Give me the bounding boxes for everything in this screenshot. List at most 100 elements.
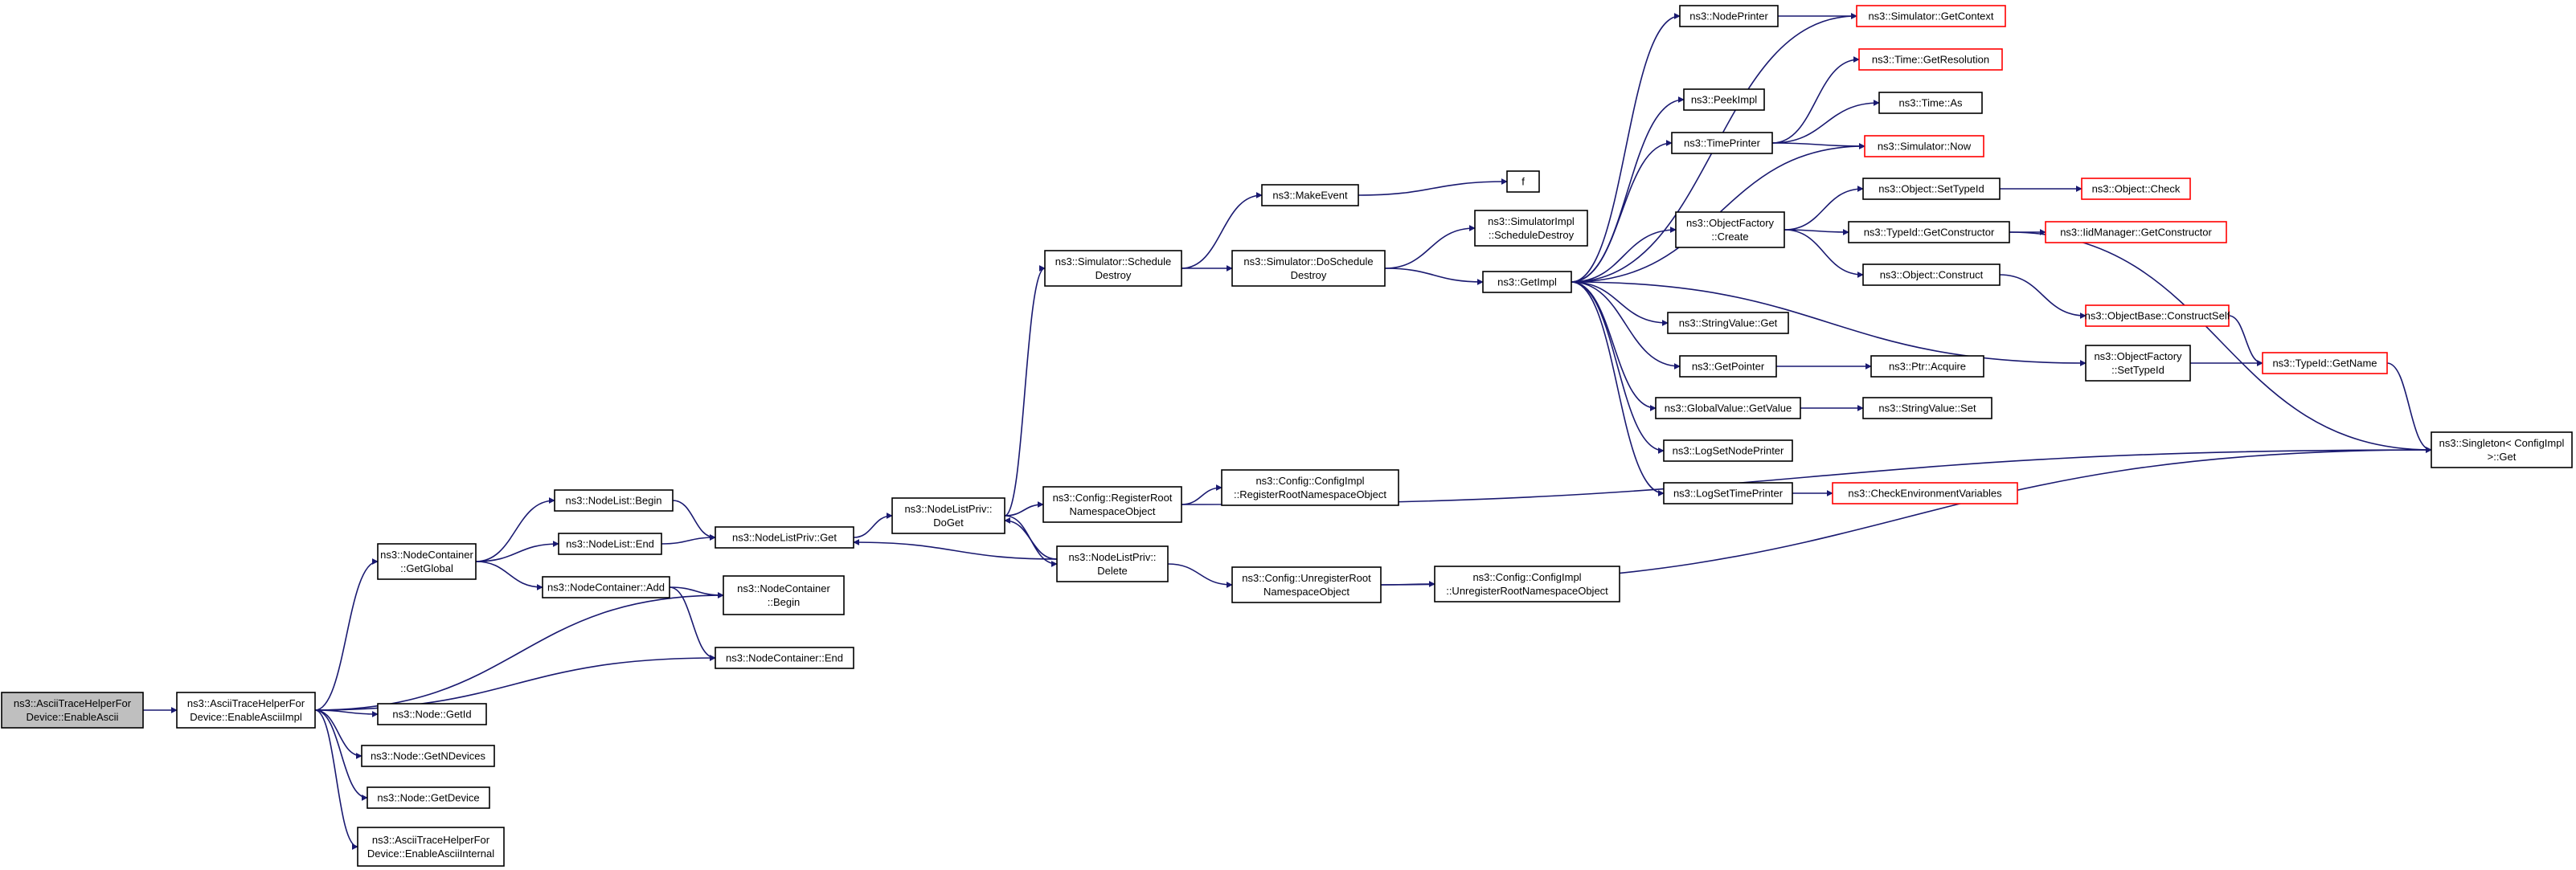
call-edge-objfactory_create-to-obj_construct <box>1784 229 1864 278</box>
graph-node-get-pointer[interactable]: ns3::GetPointer <box>1679 355 1777 378</box>
graph-node-nl-end[interactable]: ns3::NodeList::End <box>558 533 662 555</box>
graph-node-nl-begin[interactable]: ns3::NodeList::Begin <box>554 489 674 512</box>
graph-node-node-getdevice[interactable]: ns3::Node::GetDevice <box>367 786 490 809</box>
graph-node-cfg-register-root[interactable]: ns3::Config::RegisterRootNamespaceObject <box>1042 486 1182 523</box>
node-box <box>377 543 477 580</box>
graph-node-objbase-constructself[interactable]: ns3::ObjectBase::ConstructSelf <box>2085 304 2230 327</box>
graph-node-obj-construct[interactable]: ns3::Object::Construct <box>1862 263 2001 286</box>
node-label: ns3::Config::ConfigImpl <box>1472 571 1581 583</box>
node-label: f <box>1521 176 1525 188</box>
call-edge-enable_ascii_impl-to-nc_end <box>314 655 716 711</box>
node-box <box>2081 178 2191 200</box>
graph-node-enable-ascii-internal[interactable]: ns3::AsciiTraceHelperForDevice::EnableAs… <box>357 827 505 867</box>
graph-node-nc-getglobal[interactable]: ns3::NodeContainer::GetGlobal <box>377 543 477 580</box>
graph-node-time-printer[interactable]: ns3::TimePrinter <box>1671 132 1773 154</box>
node-label: ns3::CheckEnvironmentVariables <box>1848 488 2002 500</box>
call-edge-cfg_unregister_root-to-singleton_get <box>1380 447 2432 586</box>
node-label: ns3::NodePrinter <box>1689 10 1768 22</box>
graph-node-node-getndevices[interactable]: ns3::Node::GetNDevices <box>361 745 495 767</box>
graph-node-sim-schedule-destroy[interactable]: ns3::Simulator::ScheduleDestroy <box>1044 250 1182 287</box>
graph-node-typeid-getname[interactable]: ns3::TypeId::GetName <box>2262 352 2388 374</box>
node-label: ns3::LogSetNodePrinter <box>1673 445 1784 457</box>
graph-node-getimpl[interactable]: ns3::GetImpl <box>1482 271 1572 293</box>
node-box <box>1862 178 2001 200</box>
graph-node-peek-impl[interactable]: ns3::PeekImpl <box>1683 88 1765 111</box>
node-label: ns3::GetImpl <box>1497 276 1557 288</box>
node-label: ns3::ObjectFactory <box>1686 217 1775 229</box>
node-box <box>1671 132 1773 154</box>
node-box <box>1434 566 1620 602</box>
call-edge-enable_ascii_impl-to-enable_ascii_internal <box>314 709 358 850</box>
graph-node-nc-end[interactable]: ns3::NodeContainer::End <box>715 647 854 669</box>
node-label: ns3::Time::GetResolution <box>1872 54 1989 66</box>
graph-node-f[interactable]: f <box>1506 170 1540 193</box>
node-box <box>891 497 1005 534</box>
graph-node-singleton-get[interactable]: ns3::Singleton< ConfigImpl>::Get <box>2431 431 2573 468</box>
node-box <box>1221 469 1399 506</box>
node-label: >::Get <box>2488 451 2517 463</box>
graph-node-objfactory-settypeid[interactable]: ns3::ObjectFactory::SetTypeId <box>2085 345 2191 382</box>
node-box <box>1482 271 1572 293</box>
node-box <box>1862 263 2001 286</box>
graph-node-nlp-doget[interactable]: ns3::NodeListPriv::DoGet <box>891 497 1005 534</box>
graph-node-stringvalue-set[interactable]: ns3::StringValue::Set <box>1862 397 1992 419</box>
call-edge-getimpl-to-get_pointer <box>1571 281 1681 370</box>
graph-node-enable-ascii-impl[interactable]: ns3::AsciiTraceHelperForDevice::EnableAs… <box>176 692 316 729</box>
graph-node-iidmanager-getconstructor[interactable]: ns3::IidManager::GetConstructor <box>2045 221 2227 243</box>
graph-node-sim-getcontext[interactable]: ns3::Simulator::GetContext <box>1856 5 2006 27</box>
graph-node-obj-check[interactable]: ns3::Object::Check <box>2081 178 2191 200</box>
call-edge-typeid_getconstructor-to-singleton_get <box>2009 231 2432 453</box>
graph-node-objfactory-create[interactable]: ns3::ObjectFactory::Create <box>1675 211 1785 248</box>
graph-node-nlp-delete[interactable]: ns3::NodeListPriv::Delete <box>1056 545 1169 582</box>
node-box <box>367 786 490 809</box>
graph-node-simimpl-schedule-destroy[interactable]: ns3::SimulatorImpl::ScheduleDestroy <box>1474 210 1588 247</box>
call-edge-nc_getglobal-to-nc_add <box>475 561 543 590</box>
node-label: ns3::NodeContainer <box>380 549 473 561</box>
graph-node-obj-settypeid[interactable]: ns3::Object::SetTypeId <box>1862 178 2001 200</box>
graph-node-nc-begin[interactable]: ns3::NodeContainer::Begin <box>723 575 845 615</box>
call-edge-nlp_doget-to-sim_schedule_destroy <box>1004 265 1046 517</box>
node-label: ns3::LogSetTimePrinter <box>1673 488 1784 500</box>
graph-node-stringvalue-get[interactable]: ns3::StringValue::Get <box>1667 312 1789 334</box>
node-box <box>2431 431 2573 468</box>
graph-node-cfg-impl-register[interactable]: ns3::Config::ConfigImpl::RegisterRootNam… <box>1221 469 1399 506</box>
graph-node-nlp-get[interactable]: ns3::NodeListPriv::Get <box>715 526 854 549</box>
graph-node-globalvalue-getvalue[interactable]: ns3::GlobalValue::GetValue <box>1655 397 1801 419</box>
call-edge-nc_getglobal-to-nl_begin <box>475 497 555 562</box>
graph-node-ptr-acquire[interactable]: ns3::Ptr::Acquire <box>1870 355 1984 378</box>
graph-node-time-getresolution[interactable]: ns3::Time::GetResolution <box>1858 48 2003 71</box>
graph-node-cfg-impl-unregister[interactable]: ns3::Config::ConfigImpl::UnregisterRootN… <box>1434 566 1620 602</box>
graph-node-log-set-time-printer[interactable]: ns3::LogSetTimePrinter <box>1663 482 1793 504</box>
graph-node-log-set-node-printer[interactable]: ns3::LogSetNodePrinter <box>1663 439 1793 462</box>
graph-node-node-getid[interactable]: ns3::Node::GetId <box>377 703 487 725</box>
call-edge-objbase_constructself-to-typeid_getname <box>2228 315 2263 366</box>
call-edge-nlp_delete-to-nlp_get <box>853 539 1058 560</box>
graph-node-time-as[interactable]: ns3::Time::As <box>1878 92 1983 114</box>
node-box <box>1474 210 1588 247</box>
graph-node-nc-add[interactable]: ns3::NodeContainer::Add <box>542 576 670 598</box>
call-edge-getimpl-to-objfactory_settypeid <box>1571 281 2087 366</box>
node-label: ns3::Config::ConfigImpl <box>1255 475 1364 487</box>
node-box <box>2262 352 2388 374</box>
node-label: ::RegisterRootNamespaceObject <box>1234 488 1386 500</box>
node-label: ns3::AsciiTraceHelperFor <box>187 697 305 709</box>
node-box <box>1862 397 1992 419</box>
node-box <box>1856 5 2006 27</box>
graph-node-node-printer[interactable]: ns3::NodePrinter <box>1679 5 1779 27</box>
node-label: Device::EnableAsciiImpl <box>190 711 302 723</box>
call-edge-sim_do_schedule_destroy-to-getimpl <box>1384 268 1484 285</box>
node-label: Device::EnableAsciiInternal <box>367 848 494 860</box>
graph-node-sim-now[interactable]: ns3::Simulator::Now <box>1864 135 1984 157</box>
call-edge-cfg_register_root-to-singleton_get <box>1181 447 2432 505</box>
graph-node-make-event[interactable]: ns3::MakeEvent <box>1261 184 1359 206</box>
node-box <box>361 745 495 767</box>
node-label: ns3::Simulator::DoSchedule <box>1243 255 1373 268</box>
graph-node-cfg-unregister-root[interactable]: ns3::Config::UnregisterRootNamespaceObje… <box>1231 566 1382 603</box>
node-label: ns3::AsciiTraceHelperFor <box>372 834 490 846</box>
graph-node-check-env-vars[interactable]: ns3::CheckEnvironmentVariables <box>1832 482 2018 504</box>
call-edge-enable_ascii_impl-to-nc_begin <box>314 592 724 711</box>
graph-node-typeid-getconstructor[interactable]: ns3::TypeId::GetConstructor <box>1848 221 2010 243</box>
call-edge-getimpl-to-log_set_time_printer <box>1571 281 1665 496</box>
graph-node-enable-ascii[interactable]: ns3::AsciiTraceHelperForDevice::EnableAs… <box>1 692 144 729</box>
